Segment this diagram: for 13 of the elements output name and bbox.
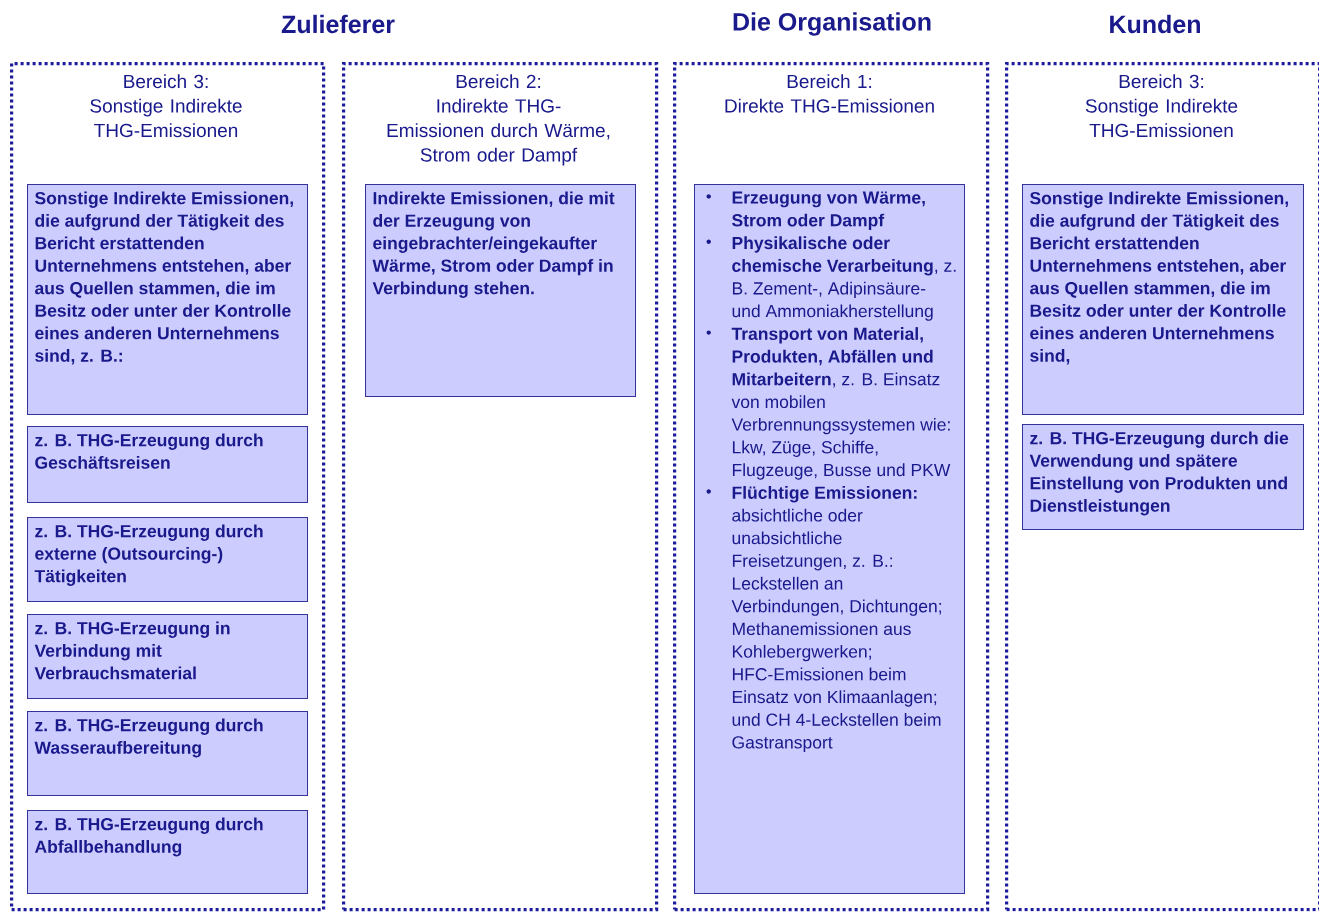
text-box: z. B. THG-Erzeugung durch Wasseraufbereitung xyxy=(27,711,308,796)
bullet-list-box: Erzeugung von Wärme, Strom oder Dampf Physikalische oder chemische Verarbeitung, z. B. Zement-, Adipinsäure- und Ammoniakherstellung Transport von Material, Produkten, Abfällen und Mitarbeitern, z. B. Einsatz von mobilen Verbrennungssystemen wie: Lkw, Züge, Schiffe, Flugzeuge, Busse und PKW Flüchtige Emissionen: absichtliche oder unabsichtliche Freisetzungen, z. B.: Leckstellen an Verbindungen, Dichtungen; Methanemissionen aus Kohlebergwerken; HFC-Emissionen beim Einsatz von Klimaanlagen; und CH 4-Leckstellen beim Gastransport xyxy=(694,184,965,894)
text-box: z. B. THG-Erzeugung in Verbindung mit Verbrauchsmaterial xyxy=(27,614,308,699)
text-box: z. B. THG-Erzeugung durch Abfallbehandlung xyxy=(27,810,308,894)
text-box: z. B. THG-Erzeugung durch externe (Outsourcing-) Tätigkeiten xyxy=(27,517,308,602)
text-box: Sonstige Indirekte Emissionen, die aufgrund der Tätigkeit des Bericht erstattenden Unternehmens entstehen, aber aus Quellen stammen, die im Besitz oder unter der Kontrolle eines anderen Unternehmens sind, z. B.: xyxy=(27,184,308,415)
text-box: Indirekte Emissionen, die mit der Erzeugung von eingebrachter/eingekaufter Wärme, Strom oder Dampf in Verbindung stehen. xyxy=(365,184,636,397)
text-box: z. B. THG-Erzeugung durch die Verwendung und spätere Einstellung von Produkten und Dienstleistungen xyxy=(1022,424,1304,530)
text-box: z. B. THG-Erzeugung durch Geschäftsreisen xyxy=(27,426,308,503)
text-box: Sonstige Indirekte Emissionen, die aufgrund der Tätigkeit des Bericht erstattenden Unternehmens entstehen, aber aus Quellen stammen, die im Besitz oder unter der Kontrolle eines anderen Unternehmens sind, xyxy=(1022,184,1304,415)
column-title: Kunden xyxy=(1110,14,1200,34)
column-title: Zulieferer xyxy=(281,14,395,34)
column-title: Die Organisation xyxy=(733,12,931,36)
